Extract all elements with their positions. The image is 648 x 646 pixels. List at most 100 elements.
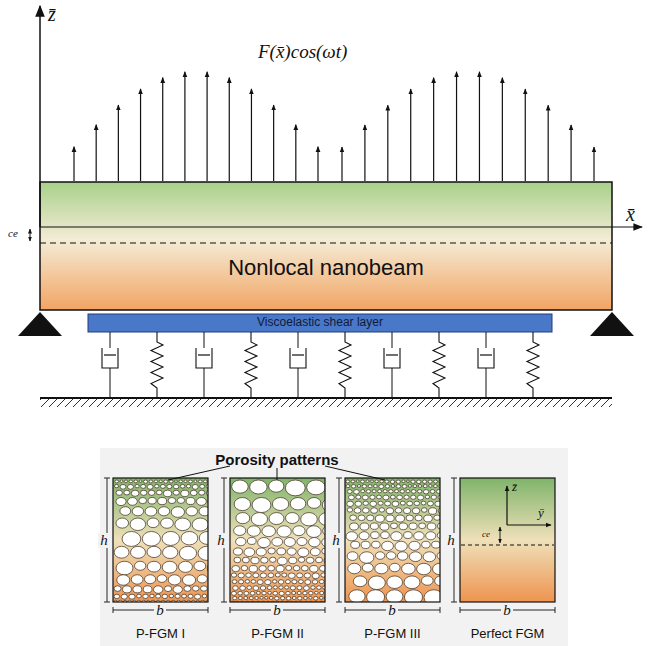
inset-heading: Porosity patterns (215, 452, 338, 467)
load-arrow (525, 89, 526, 181)
neutral-axis-inset (461, 545, 554, 546)
math-label: ce (482, 530, 490, 539)
load-arrow (273, 105, 274, 181)
load-arrow (387, 105, 388, 181)
damper-cylinder (196, 348, 212, 368)
spring (151, 332, 163, 398)
damper-cylinder (384, 348, 400, 368)
section-fill (460, 478, 555, 602)
y-axis-inset (507, 524, 551, 525)
section-outline (460, 478, 555, 602)
z-axis (39, 6, 41, 227)
section-fill (230, 478, 325, 602)
math-label: h (215, 533, 227, 548)
spring (339, 332, 351, 398)
neutral-axis (40, 242, 612, 243)
pin-support (590, 312, 634, 336)
foundation (102, 332, 539, 398)
section-caption: P-FGM II (251, 627, 304, 641)
leader-line (277, 468, 278, 480)
load-arrow (456, 72, 457, 181)
damper-rod (110, 368, 111, 398)
math-label: b (501, 603, 513, 618)
damper-cylinder (102, 348, 118, 368)
dim-tick (221, 602, 227, 603)
load-arrow (206, 72, 207, 181)
ce-dimension (500, 527, 501, 543)
dim-tick (104, 602, 110, 603)
load-arrow (162, 78, 163, 181)
load-arrow (251, 89, 252, 181)
load-arrow (479, 72, 480, 181)
load-arrow (410, 89, 411, 181)
leader-line (168, 466, 230, 480)
math-label: F(x̄)cos(ωt) (258, 42, 347, 61)
math-label: b (386, 603, 398, 618)
math-label: b (271, 603, 283, 618)
dim-tick (555, 607, 556, 613)
leader-line (325, 466, 385, 480)
section-box: Perfect FGM (460, 478, 555, 602)
dim-tick (451, 478, 457, 479)
math-label: z̄ (48, 4, 56, 24)
beam-body (40, 182, 612, 310)
ground-hatch (40, 398, 612, 407)
math-label: h (98, 533, 110, 548)
ce-dimension (30, 229, 31, 241)
dim-tick (440, 607, 441, 613)
pores (346, 480, 440, 602)
section-box: P-FGM III (345, 478, 440, 602)
load-arrow (73, 147, 74, 181)
section-outline (230, 478, 325, 602)
dim-tick (208, 607, 209, 613)
dim-tick (230, 607, 231, 613)
pin-support (18, 312, 62, 336)
shear-layer-box: Viscoelastic shear layer (88, 314, 552, 332)
section-box: P-FGM I (113, 478, 208, 602)
load-arrow (341, 147, 342, 181)
dim-tick (460, 607, 461, 613)
load-arrow (502, 78, 503, 181)
damper-rod (486, 368, 487, 398)
pores (231, 480, 325, 602)
damper-rod (298, 368, 299, 398)
load-arrow (570, 125, 571, 181)
math-label: ce (8, 228, 18, 239)
math-label: h (330, 533, 342, 548)
part-label: Viscoelastic shear layer (257, 316, 383, 329)
math-label: ȳ (538, 506, 544, 519)
damper-rod (204, 368, 205, 398)
section-caption: P-FGM I (136, 627, 185, 641)
section-fill (345, 478, 440, 602)
load-arrow (229, 78, 230, 181)
math-label: x̄ (626, 204, 635, 224)
damper-piston (386, 354, 398, 355)
dim-tick (345, 607, 346, 613)
load-arrow (96, 125, 97, 181)
load-arrow (140, 89, 141, 181)
x-axis (40, 226, 642, 227)
spring (433, 332, 445, 398)
dim-tick (325, 607, 326, 613)
section-fill (113, 478, 208, 602)
damper-piston (198, 354, 210, 355)
load-arrow (364, 125, 365, 181)
damper-piston (104, 354, 116, 355)
section-outline (345, 478, 440, 602)
math-label: z̄ (512, 480, 517, 493)
part-label: Nonlocal nanobeam (228, 256, 424, 280)
spring (527, 332, 539, 398)
load-arrow (548, 105, 549, 181)
damper-cylinder (290, 348, 306, 368)
load-arrow (593, 147, 594, 181)
dim-tick (221, 478, 227, 479)
damper-rod (392, 368, 393, 398)
load-arrow (317, 147, 318, 181)
dim-tick (451, 602, 457, 603)
load-arrow (295, 125, 296, 181)
pores (114, 480, 208, 602)
section-caption: P-FGM III (364, 627, 420, 641)
load-arrow (118, 105, 119, 181)
damper-cylinder (478, 348, 494, 368)
load-arrows (74, 72, 594, 181)
